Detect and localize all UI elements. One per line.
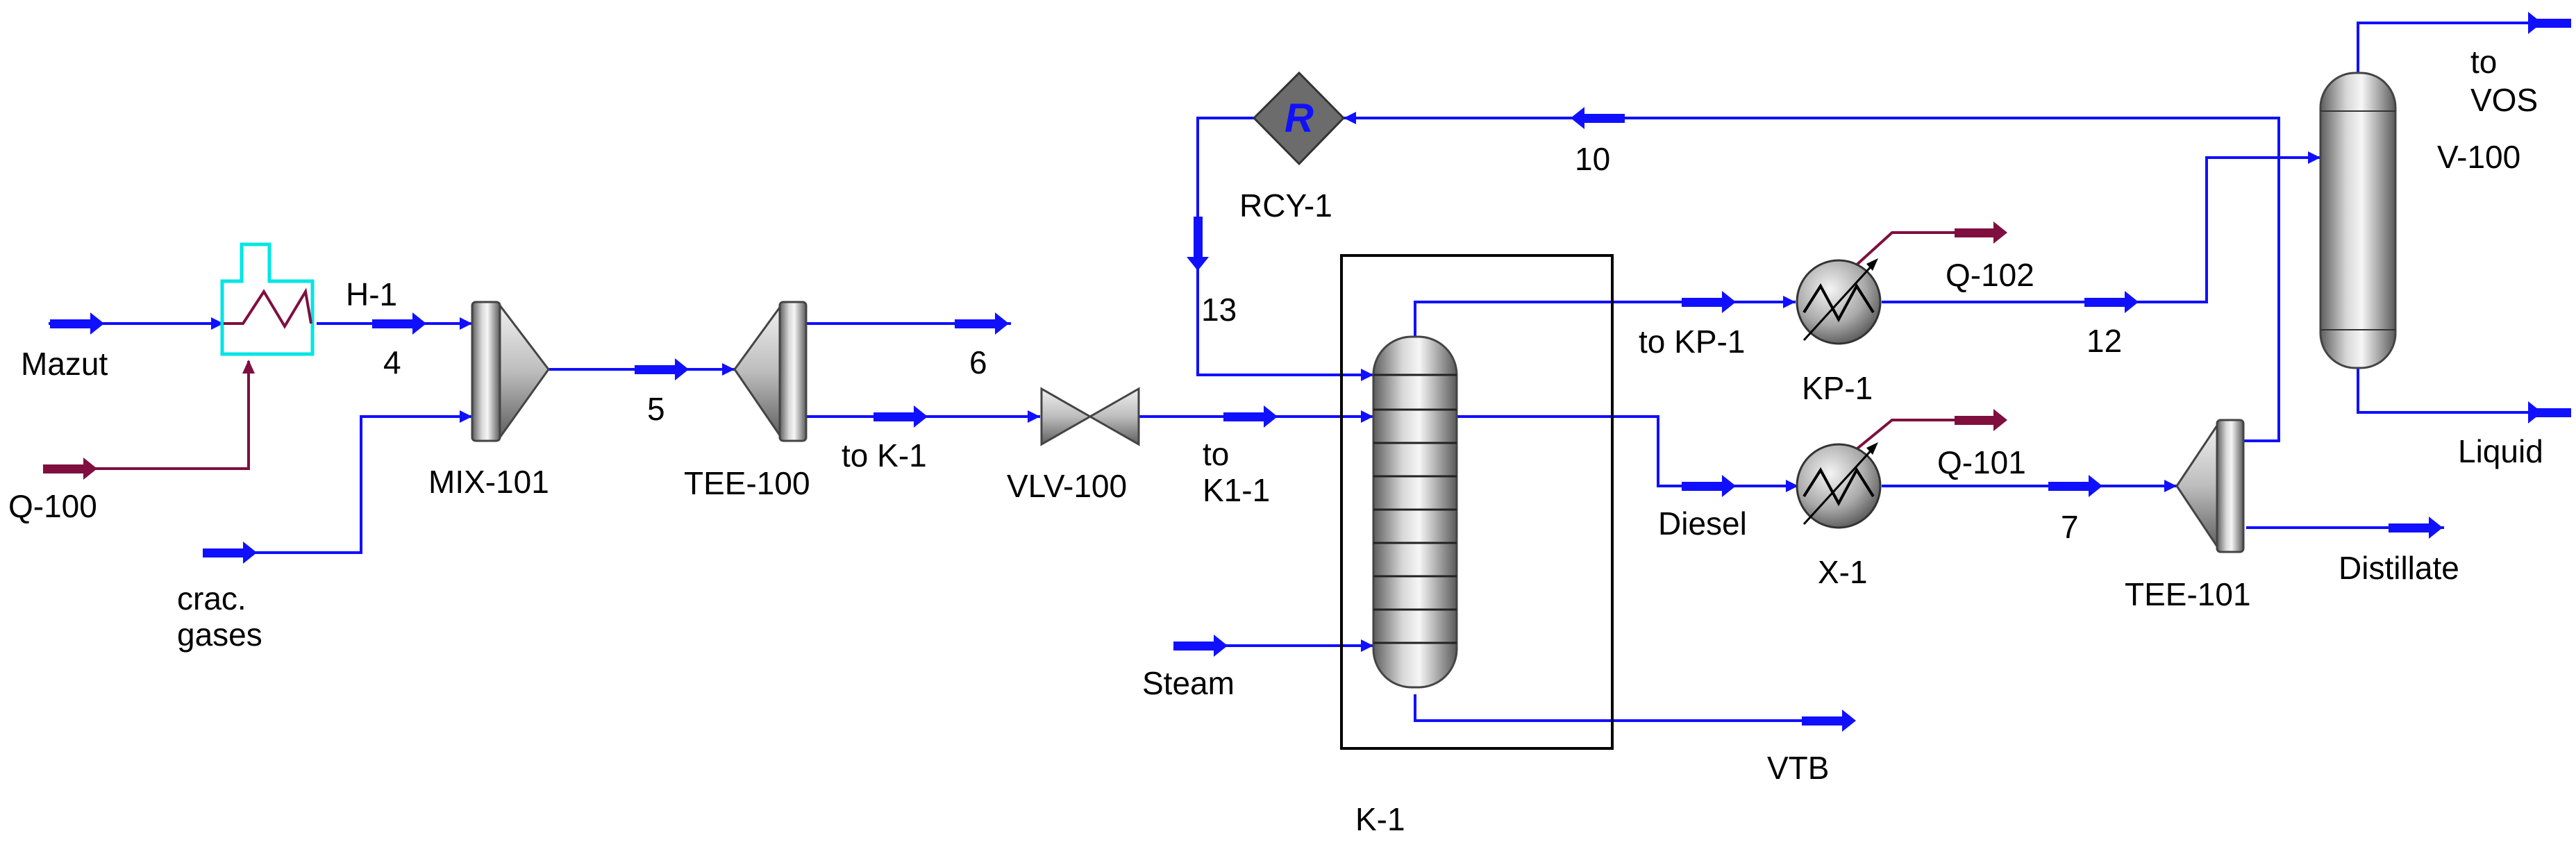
stream-label-liquid: Liquid	[2458, 433, 2543, 469]
stream-label-4: 4	[383, 344, 401, 380]
stream-10-line[interactable]	[1344, 117, 2280, 158]
stream-crac-gases-line[interactable]	[205, 415, 472, 554]
stream-markers	[50, 12, 2571, 732]
mixer-body	[471, 301, 501, 442]
stream-label-6: 6	[969, 344, 987, 380]
cooler-coil-icon	[1803, 283, 1875, 323]
recycle-diamond	[1252, 71, 1346, 166]
column-trays	[1373, 374, 1457, 644]
unit-label-x1: X-1	[1818, 554, 1868, 590]
cooler-x1[interactable]	[1796, 442, 1882, 529]
valve-left-triangle	[1040, 387, 1093, 446]
unit-label-mix101: MIX-101	[428, 464, 549, 500]
stream-label-crac-line1: crac.	[177, 580, 246, 617]
unit-label-kp1: KP-1	[1802, 370, 1873, 406]
cooler-diagonal-icon	[1803, 261, 1876, 342]
column-k1-frame	[1340, 254, 1614, 750]
stream-label-7: 7	[2061, 509, 2079, 545]
stream-label-5: 5	[647, 391, 665, 427]
column-k1[interactable]	[1340, 254, 1614, 750]
valve-vlv100[interactable]	[1040, 387, 1140, 446]
stream-13-line[interactable]	[1196, 117, 1373, 376]
unit-label-v100: V-100	[2437, 139, 2520, 175]
stream-label-to-vos-line1: to	[2470, 44, 2497, 80]
unit-label-k1: K-1	[1355, 801, 1405, 837]
tee-cone	[733, 302, 783, 441]
labels: Mazut Q-100 crac. gases H-1 4 MIX-101 5 …	[8, 44, 2543, 837]
separator-v100[interactable]	[2319, 72, 2397, 369]
stream-label-to-vos-line2: VOS	[2470, 82, 2538, 118]
stream-tee101-recycle-line[interactable]	[2243, 158, 2280, 442]
material-arrowheads	[211, 112, 2320, 652]
mixer-mix101[interactable]	[471, 301, 550, 442]
cooler-kp1[interactable]	[1796, 258, 1882, 345]
energy-markers	[43, 221, 2007, 480]
mixer-cone	[499, 302, 550, 441]
stream-label-diesel: Diesel	[1658, 505, 1747, 542]
recycle-rcy1[interactable]: R	[1252, 71, 1346, 166]
stream-to-vos-line[interactable]	[2357, 22, 2538, 73]
stream-label-distillate: Distillate	[2339, 550, 2459, 586]
cooler-diagonal-icon	[1803, 445, 1876, 526]
separator-shell	[2319, 72, 2397, 369]
stream-label-to-k1-1-line2: K1-1	[1203, 472, 1270, 508]
tee-tee100[interactable]	[733, 301, 808, 442]
stream-label-vtb: VTB	[1767, 750, 1829, 786]
unit-label-tee100: TEE-100	[684, 465, 810, 501]
stream-12-line[interactable]	[1882, 156, 2320, 303]
unit-label-rcy1: RCY-1	[1239, 187, 1332, 224]
stream-vtb-line[interactable]	[1414, 694, 1840, 722]
tee-tee101[interactable]	[2175, 419, 2245, 553]
tee-cone	[2175, 420, 2220, 552]
heater-h1[interactable]	[220, 242, 315, 356]
energy-label-q101: Q-101	[1937, 444, 2026, 480]
unit-label-tee101: TEE-101	[2125, 576, 2251, 612]
stream-label-steam: Steam	[1142, 665, 1235, 701]
stream-label-10: 10	[1575, 141, 1610, 177]
energy-label-q100: Q-100	[8, 488, 97, 524]
column-k1-shell	[1372, 335, 1458, 689]
energy-q100-line[interactable]	[49, 361, 250, 470]
tee-body	[778, 301, 808, 442]
unit-label-vlv100: VLV-100	[1007, 468, 1127, 504]
valve-right-triangle	[1087, 387, 1140, 446]
cooler-coil-icon	[1803, 467, 1875, 507]
stream-label-to-k1: to K-1	[842, 437, 927, 473]
stream-label-to-k1-1-line1: to	[1203, 436, 1229, 472]
stream-label-13: 13	[1201, 292, 1237, 328]
heater-coil-icon	[224, 287, 312, 329]
stream-label-to-kp1: to KP-1	[1639, 324, 1745, 360]
stream-label-mazut: Mazut	[21, 346, 108, 382]
recycle-r-symbol: R	[1285, 96, 1314, 141]
stream-to-kp1-line[interactable]	[1414, 301, 1796, 347]
energy-label-q102: Q-102	[1946, 257, 2034, 293]
stream-liquid-line[interactable]	[2357, 368, 2538, 414]
stream-diesel-line[interactable]	[1457, 415, 1798, 487]
tee-body	[2216, 419, 2245, 553]
stream-label-12: 12	[2086, 323, 2122, 359]
stream-label-crac-line2: gases	[177, 617, 262, 653]
unit-label-h1: H-1	[346, 276, 397, 312]
